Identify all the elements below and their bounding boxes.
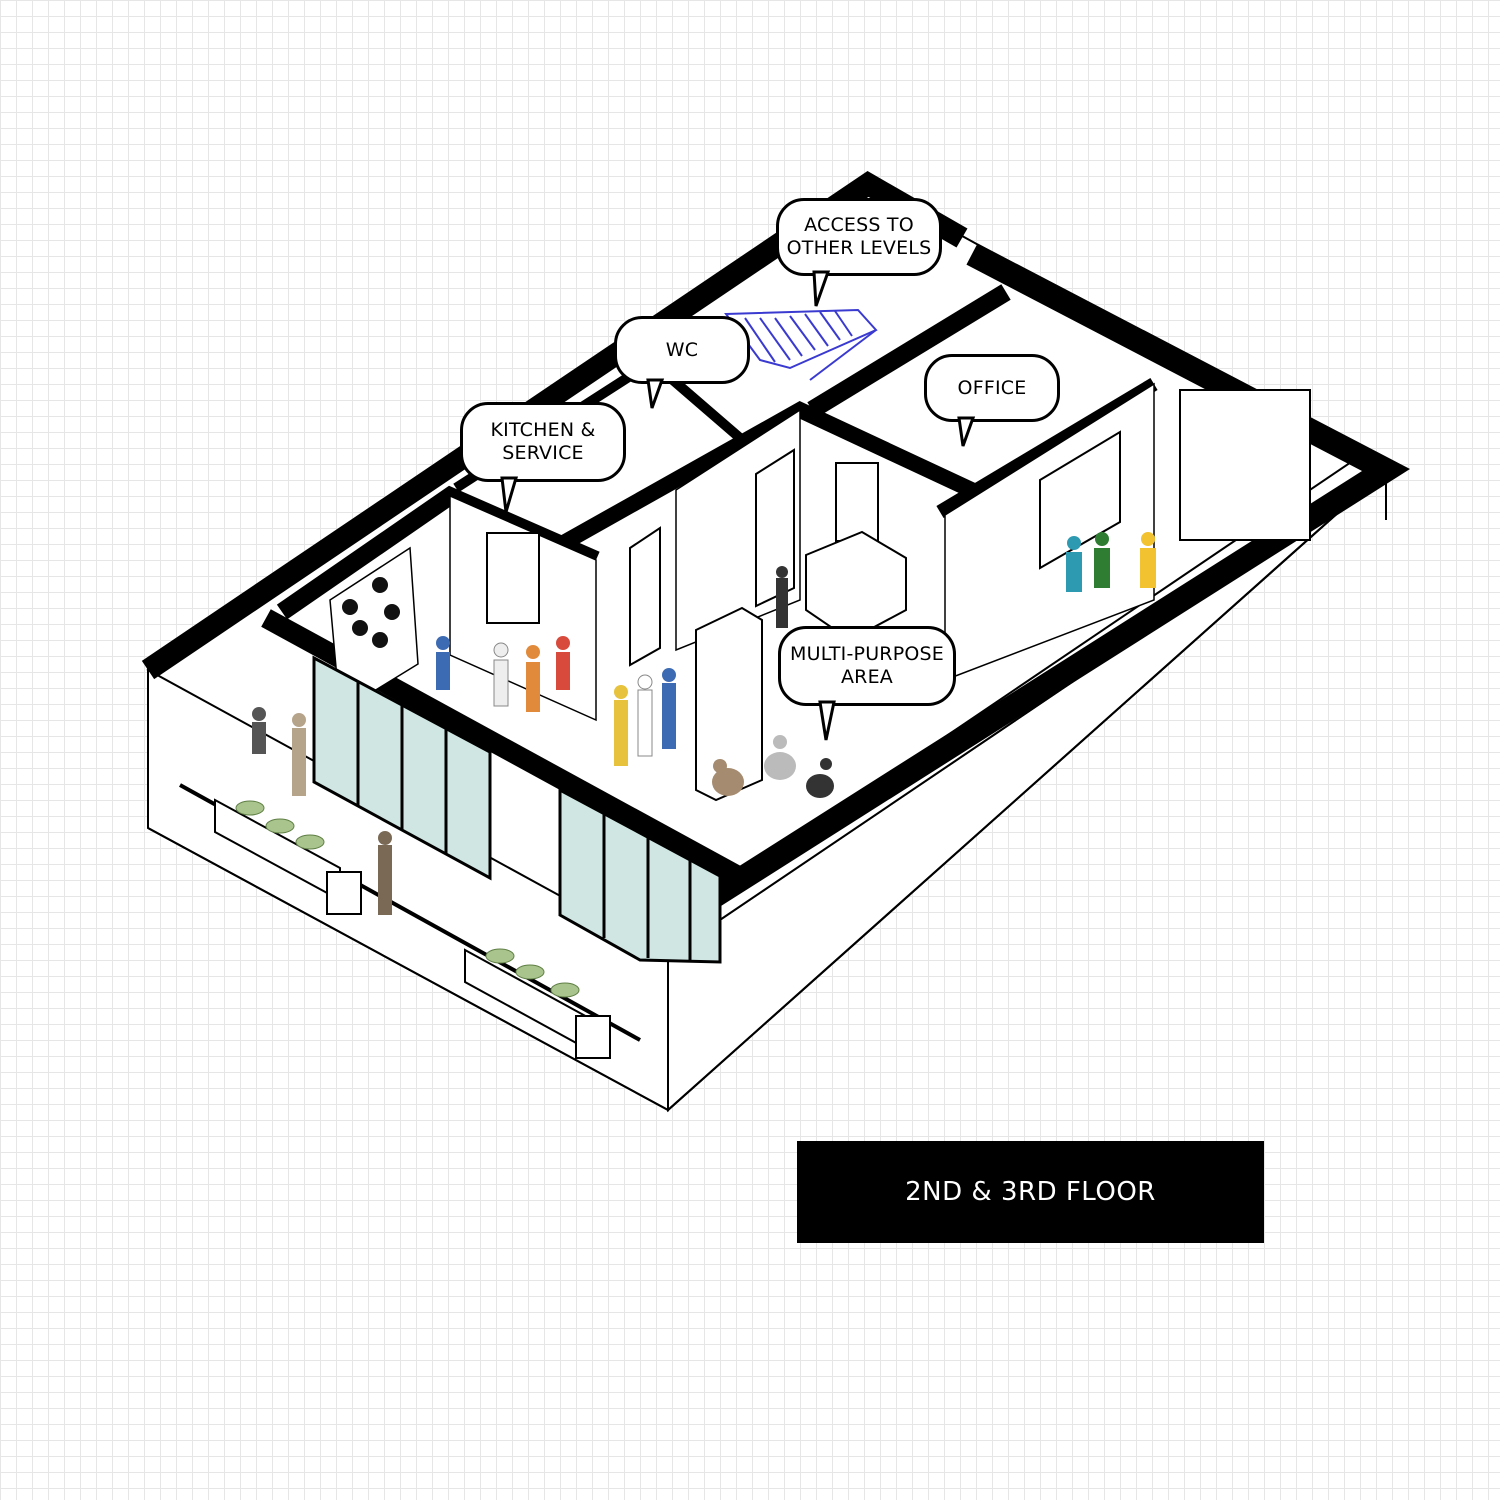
bubble-tail-office [957, 416, 976, 447]
bubble-tail-kitchen [500, 476, 519, 513]
wc-door [629, 526, 661, 667]
bubble-tail-wc [646, 378, 665, 409]
office-whiteboard [1039, 430, 1121, 570]
central-door [755, 448, 795, 608]
stair [724, 308, 878, 381]
label-office: OFFICE [924, 354, 1060, 422]
label-access-to-other-levels: ACCESS TO OTHER LEVELS [776, 198, 942, 276]
bubble-tail-multipurpose [818, 700, 836, 741]
bubble-tail-access [812, 270, 831, 307]
rear-window [1179, 389, 1311, 541]
office-front-wall [936, 377, 1158, 519]
people [252, 532, 1156, 915]
service-counter [805, 530, 907, 642]
floor-title-label: 2ND & 3RD FLOOR [797, 1141, 1264, 1243]
label-wc: WC [614, 316, 750, 384]
label-multi-purpose-area: MULTI-PURPOSE AREA [778, 626, 956, 706]
terrace-glazing-right [558, 787, 722, 964]
kitchen-window [486, 532, 540, 624]
office-door-sign [835, 462, 879, 542]
planter-boxes [214, 798, 611, 1059]
back-right-wall-top [638, 243, 1411, 951]
plants [235, 800, 580, 998]
terrace-glazing-left [312, 655, 492, 881]
office-partition [807, 284, 1011, 418]
label-kitchen-and-service: KITCHEN & SERVICE [460, 402, 626, 482]
column [695, 606, 763, 802]
